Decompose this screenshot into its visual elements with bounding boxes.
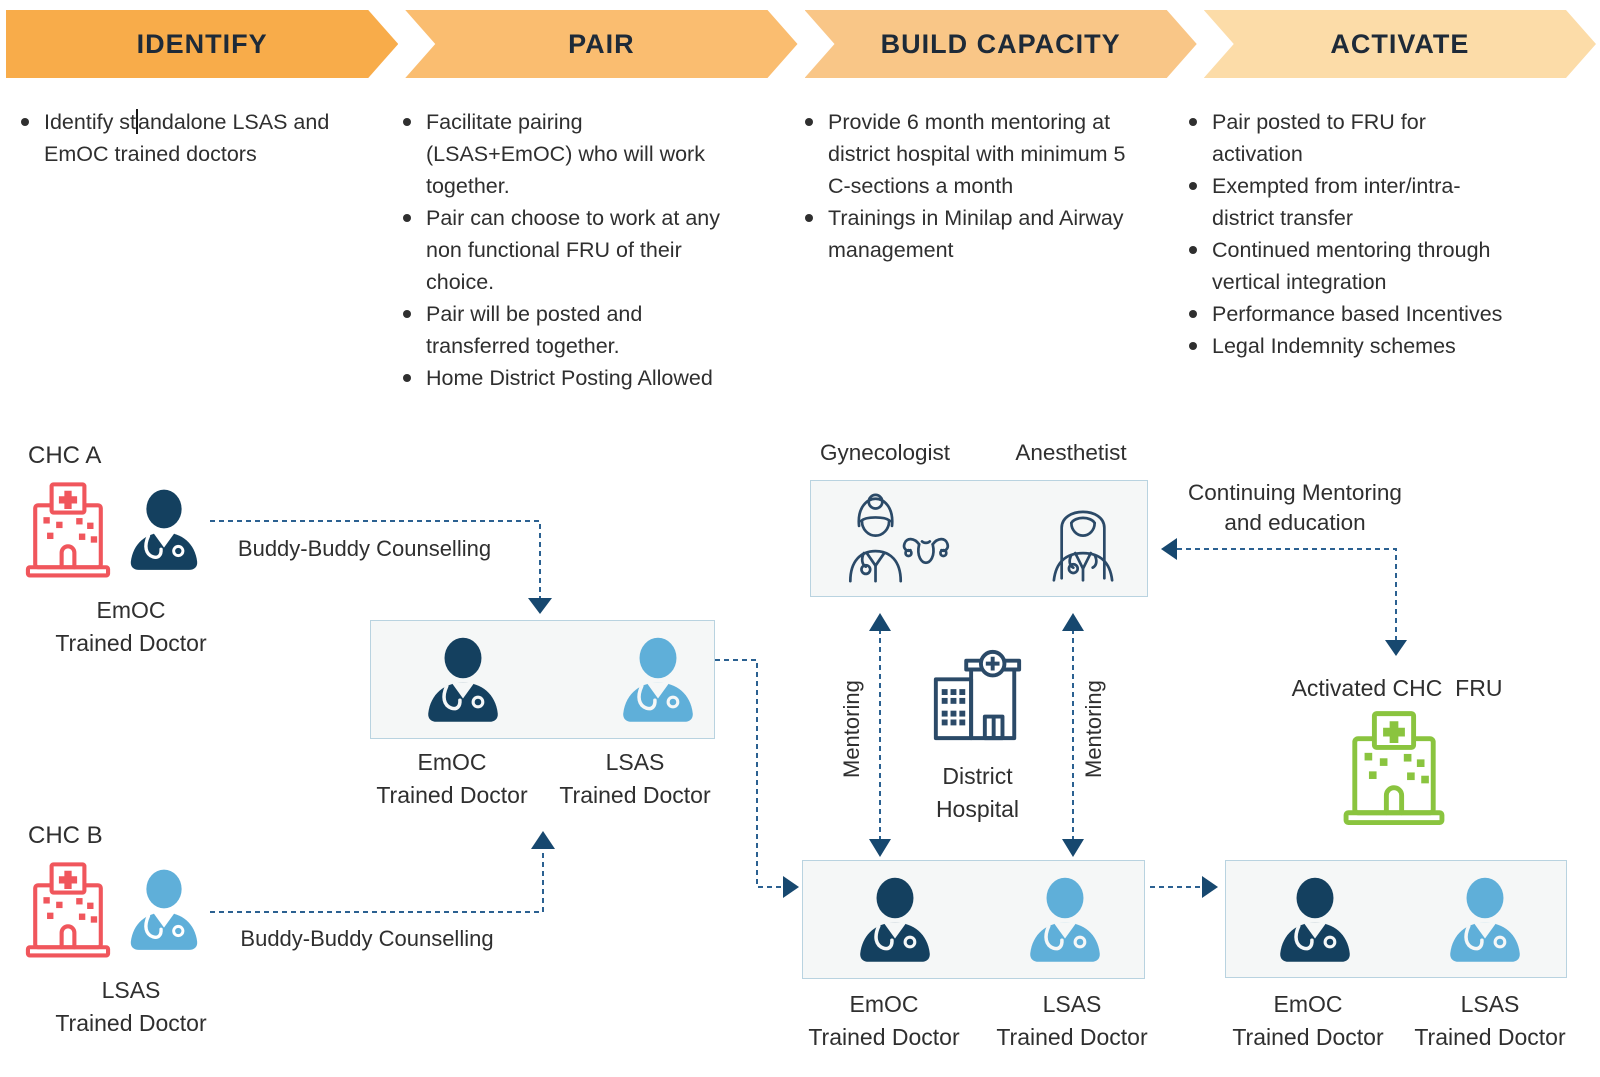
pair-box-left-caption: EmOC Trained Doctor: [376, 749, 528, 808]
bullet-item: Pair will be posted and transferred toge…: [400, 298, 722, 362]
chc-a-doctor-caption: EmOC Trained Doctor: [55, 597, 207, 656]
bullet-item: Pair can choose to work at any non funct…: [400, 202, 722, 298]
stage-build-capacity: BUILD CAPACITY: [805, 10, 1197, 78]
arrow-continuing-mentoring: [1177, 548, 1397, 640]
emoc-doctor-icon: [1271, 874, 1359, 966]
arrowhead-up: [869, 613, 891, 631]
dh-pair-left-caption: EmOC Trained Doctor: [808, 991, 960, 1050]
lsas-doctor-icon: [122, 862, 206, 958]
gynecologist-label: Gynecologist: [819, 440, 951, 465]
specialists-box: [810, 480, 1148, 597]
stage-pair: PAIR: [405, 10, 797, 78]
district-hospital-caption: District Hospital: [935, 763, 1020, 822]
emoc-doctor-icon: [122, 482, 206, 578]
bullet-item: Pair posted to FRU for activation: [1186, 106, 1506, 170]
identify-bullets: Identify standalone LSAS and EmOC traine…: [18, 106, 370, 170]
lsas-doctor-icon: [614, 634, 702, 726]
arrowhead-down: [528, 598, 552, 614]
continuing-mentoring-label: Continuing Mentoring and education: [1188, 480, 1402, 535]
fru-paired-doctors-box: [1225, 860, 1567, 978]
emoc-doctor-icon: [419, 634, 507, 726]
gynecologist-icon: [829, 491, 955, 588]
fru-pair-right-caption: LSAS Trained Doctor: [1414, 991, 1566, 1050]
chc-b-doctor-caption: LSAS Trained Doctor: [55, 977, 207, 1036]
arrowhead-up: [1062, 613, 1084, 631]
pair-box-right-caption: LSAS Trained Doctor: [559, 749, 711, 808]
dh-paired-doctors-box: [802, 860, 1145, 979]
arrowhead-left: [1161, 538, 1177, 560]
stage-label: IDENTIFY: [136, 28, 268, 59]
fru-pair-left-caption: EmOC Trained Doctor: [1232, 991, 1384, 1050]
chc-a-label: CHC A: [28, 442, 102, 469]
bullet-item: Home District Posting Allowed: [400, 362, 722, 394]
chc-a-hospital-icon: [22, 478, 114, 580]
mentoring-right-label: Mentoring: [1081, 680, 1106, 778]
emoc-doctor-icon: [851, 874, 939, 966]
build-capacity-bullets: Provide 6 month mentoring at district ho…: [802, 106, 1132, 266]
bullet-item: Identify standalone LSAS and EmOC traine…: [18, 106, 370, 170]
stage-label: ACTIVATE: [1330, 28, 1470, 59]
arrowhead-down: [1385, 640, 1407, 656]
anesthetist-icon: [1033, 491, 1133, 588]
anesthetist-label: Anesthetist: [1015, 440, 1127, 465]
bullet-item: Provide 6 month mentoring at district ho…: [802, 106, 1132, 202]
bullet-item: Exempted from inter/intra-district trans…: [1186, 170, 1506, 234]
bullet-item: Continued mentoring through vertical int…: [1186, 234, 1506, 298]
lsas-doctor-icon: [1021, 874, 1109, 966]
buddy-counselling-top-label: Buddy-Buddy Counselling: [237, 536, 492, 561]
paired-doctors-box: [370, 620, 715, 739]
lsas-doctor-icon: [1441, 874, 1529, 966]
arrowhead-right: [1202, 876, 1218, 898]
bullet-item: Performance based Incentives: [1186, 298, 1506, 330]
text-cursor: [136, 109, 139, 134]
bullet-item: Facilitate pairing (LSAS+EmOC) who will …: [400, 106, 722, 202]
arrow-chc-b-to-pair: [210, 849, 544, 913]
stage-label: BUILD CAPACITY: [880, 28, 1121, 59]
district-hospital-icon: [925, 646, 1029, 744]
mentoring-left-label: Mentoring: [839, 680, 864, 778]
chc-b-label: CHC B: [28, 822, 103, 849]
stage-label: PAIR: [568, 28, 635, 59]
process-stage-banner: IDENTIFY PAIR BUILD CAPACITY ACTIVATE: [6, 10, 1596, 78]
pair-bullets: Facilitate pairing (LSAS+EmOC) who will …: [400, 106, 722, 394]
activated-fru-label: Activated CHC FRU: [1291, 675, 1503, 701]
buddy-counselling-bottom-label: Buddy-Buddy Counselling: [240, 926, 494, 951]
arrowhead-up: [531, 831, 555, 849]
arrowhead-down: [869, 839, 891, 857]
stage-identify: IDENTIFY: [6, 10, 398, 78]
chc-b-hospital-icon: [22, 858, 114, 960]
bullet-item: Legal Indemnity schemes: [1186, 330, 1506, 362]
arrowhead-right: [783, 876, 799, 898]
arrowhead-down: [1062, 839, 1084, 857]
activated-fru-hospital-icon: [1338, 706, 1450, 828]
stage-activate: ACTIVATE: [1204, 10, 1596, 78]
bullet-item: Trainings in Minilap and Airway manageme…: [802, 202, 1132, 266]
activate-bullets: Pair posted to FRU for activation Exempt…: [1186, 106, 1506, 362]
dh-pair-right-caption: LSAS Trained Doctor: [996, 991, 1148, 1050]
